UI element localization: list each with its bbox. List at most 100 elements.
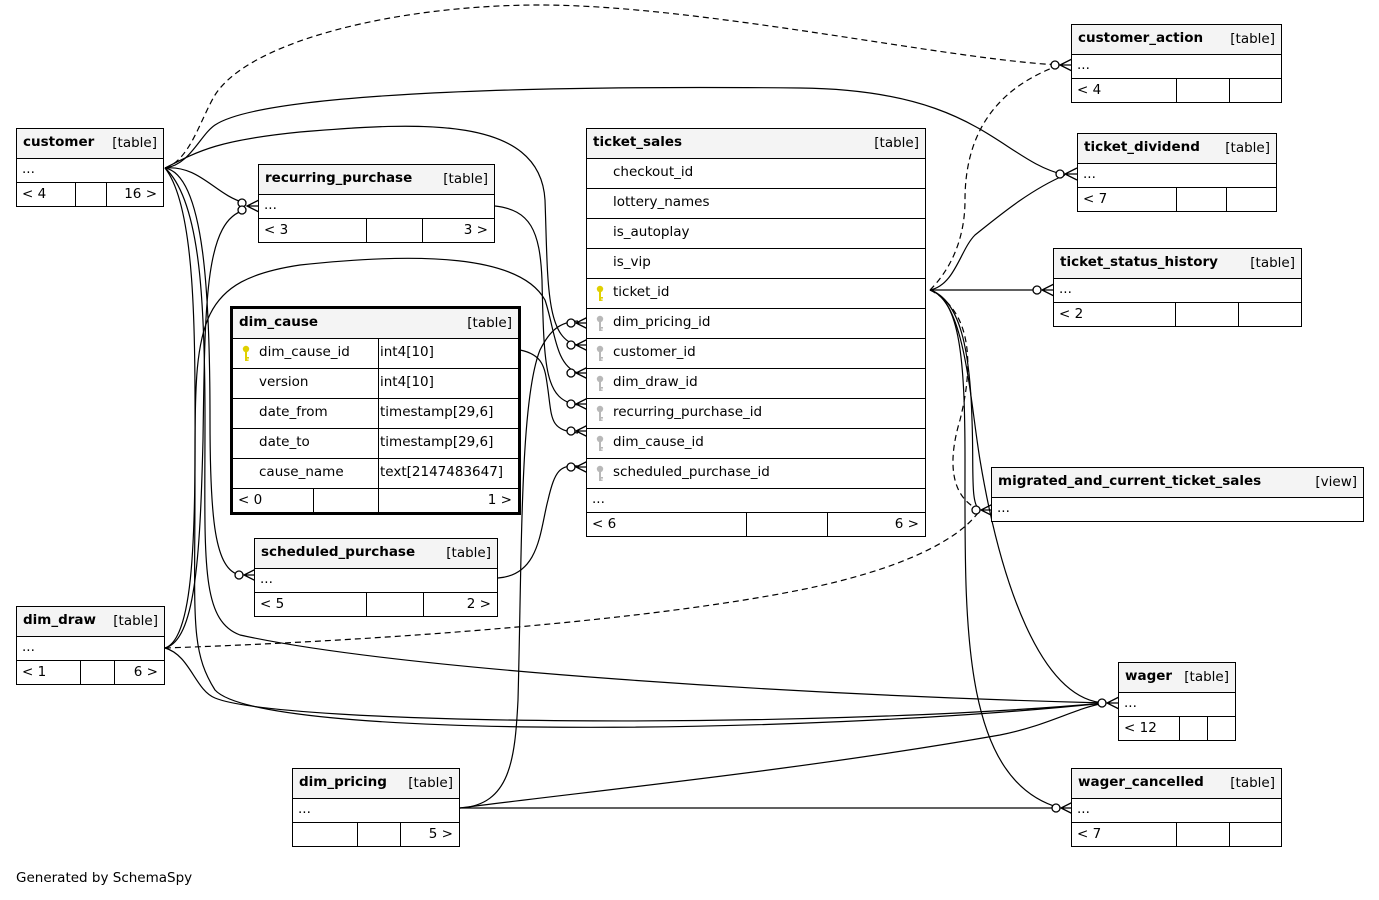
edge-ticket-sales-customer-action bbox=[929, 64, 1061, 291]
edge-recurring-ticket-sales bbox=[494, 205, 579, 406]
column-name: checkout_id bbox=[613, 164, 694, 180]
edge-dim-cause-ticket-sales bbox=[519, 349, 579, 434]
table-type: [table] bbox=[1225, 140, 1270, 156]
parents-count[interactable]: < 4 bbox=[1077, 82, 1102, 98]
table-type: [view] bbox=[1315, 474, 1357, 490]
columns-ellipsis: ... bbox=[22, 161, 35, 177]
table-type: [table] bbox=[112, 135, 157, 151]
parents-count[interactable]: < 2 bbox=[1059, 306, 1084, 322]
children-count[interactable]: 2 > bbox=[466, 596, 491, 612]
columns-ellipsis: ... bbox=[22, 639, 35, 655]
table-ticket-dividend[interactable]: ticket_dividend[table] ... < 7 bbox=[1077, 133, 1277, 212]
edge-customer-wager-2 bbox=[164, 167, 1106, 728]
column-row[interactable]: is_vip bbox=[587, 249, 925, 279]
table-dim-pricing[interactable]: dim_pricing [table] ... 5 > bbox=[292, 768, 460, 847]
foreign-key-icon bbox=[596, 375, 604, 391]
table-name: recurring_purchase bbox=[265, 170, 413, 186]
column-row[interactable]: dim_pricing_id bbox=[587, 309, 925, 339]
parents-count[interactable]: < 1 bbox=[22, 664, 47, 680]
edge-ticket-sales-migrated-2 bbox=[929, 289, 981, 511]
table-type: [table] bbox=[467, 315, 512, 331]
table-wager-cancelled[interactable]: wager_cancelled[table] ... < 7 bbox=[1071, 768, 1282, 847]
table-name: dim_cause bbox=[239, 314, 319, 330]
foreign-key-icon bbox=[596, 465, 604, 481]
column-row[interactable]: recurring_purchase_id bbox=[587, 399, 925, 429]
columns-ellipsis: ... bbox=[1077, 801, 1090, 817]
children-count[interactable]: 1 > bbox=[487, 492, 512, 508]
table-type: [table] bbox=[874, 135, 919, 151]
edge-ticket-sales-wager bbox=[929, 289, 1106, 704]
table-type: [table] bbox=[1230, 775, 1275, 791]
column-name: recurring_purchase_id bbox=[613, 404, 763, 420]
foreign-key-icon bbox=[596, 405, 604, 421]
table-wager[interactable]: wager[table] ... < 12 bbox=[1118, 662, 1236, 741]
table-customer-action[interactable]: customer_action[table] ... < 4 bbox=[1071, 24, 1282, 103]
table-type: [table] bbox=[408, 775, 453, 791]
table-name: ticket_status_history bbox=[1060, 254, 1218, 270]
column-name: scheduled_purchase_id bbox=[613, 464, 770, 480]
column-name: customer_id bbox=[613, 344, 696, 360]
parents-count[interactable]: < 6 bbox=[592, 516, 617, 532]
columns-ellipsis: ... bbox=[260, 571, 273, 587]
columns-ellipsis: ... bbox=[264, 197, 277, 213]
edge-dim-pricing-ticket-sales bbox=[459, 320, 579, 809]
children-count[interactable]: 3 > bbox=[463, 222, 488, 238]
table-type: [table] bbox=[1250, 255, 1295, 271]
view-migrated-and-current-ticket-sales[interactable]: migrated_and_current_ticket_sales[view] … bbox=[991, 467, 1364, 522]
table-name: dim_draw bbox=[23, 612, 97, 628]
parents-count[interactable]: < 3 bbox=[264, 222, 289, 238]
column-name: dim_cause_id bbox=[259, 344, 350, 360]
primary-key-icon bbox=[242, 345, 250, 361]
column-row[interactable]: ticket_id bbox=[587, 279, 925, 309]
column-row[interactable]: is_autoplay bbox=[587, 219, 925, 249]
primary-key-icon bbox=[596, 285, 604, 301]
column-name: is_autoplay bbox=[613, 224, 690, 240]
ticket-sales-columns: checkout_id lottery_names is_autoplay is_vi… bbox=[587, 159, 925, 489]
parents-count[interactable]: < 7 bbox=[1083, 191, 1108, 207]
edge-dim-draw-ticket-sales bbox=[164, 257, 579, 649]
table-name: dim_pricing bbox=[299, 774, 387, 790]
children-count[interactable]: 6 > bbox=[133, 664, 158, 680]
children-count[interactable]: 6 > bbox=[894, 516, 919, 532]
columns-ellipsis: ... bbox=[1124, 695, 1137, 711]
table-type: [table] bbox=[1184, 669, 1229, 685]
column-row[interactable]: checkout_id bbox=[587, 159, 925, 189]
table-ticket-status-history[interactable]: ticket_status_history[table] ... < 2 bbox=[1053, 248, 1302, 327]
columns-ellipsis: ... bbox=[298, 801, 311, 817]
column-name: ticket_id bbox=[613, 284, 670, 300]
parents-count[interactable]: < 4 bbox=[22, 186, 47, 202]
edge-customer-wager bbox=[164, 167, 1106, 704]
parents-count[interactable]: < 0 bbox=[238, 492, 263, 508]
table-name: migrated_and_current_ticket_sales bbox=[998, 473, 1262, 489]
column-row[interactable]: dim_cause_id bbox=[587, 429, 925, 459]
children-count[interactable]: 5 > bbox=[428, 826, 453, 842]
column-row[interactable]: lottery_names bbox=[587, 189, 925, 219]
column-row[interactable]: customer_id bbox=[587, 339, 925, 369]
parents-count[interactable]: < 7 bbox=[1077, 826, 1102, 842]
parents-count[interactable]: < 5 bbox=[260, 596, 285, 612]
generated-by-footer: Generated by SchemaSpy bbox=[16, 870, 193, 886]
parents-count[interactable]: < 12 bbox=[1124, 720, 1157, 736]
children-count[interactable]: 16 > bbox=[124, 186, 157, 202]
column-type: text[2147483647] bbox=[380, 464, 504, 480]
column-name: dim_draw_id bbox=[613, 374, 698, 390]
column-row[interactable]: scheduled_purchase_id bbox=[587, 459, 925, 489]
table-name: ticket_dividend bbox=[1084, 139, 1200, 155]
foreign-key-icon bbox=[596, 315, 604, 331]
table-type: [table] bbox=[1230, 31, 1275, 47]
edge-customer-recurring-purchase bbox=[164, 167, 246, 204]
column-row[interactable]: dim_draw_id bbox=[587, 369, 925, 399]
